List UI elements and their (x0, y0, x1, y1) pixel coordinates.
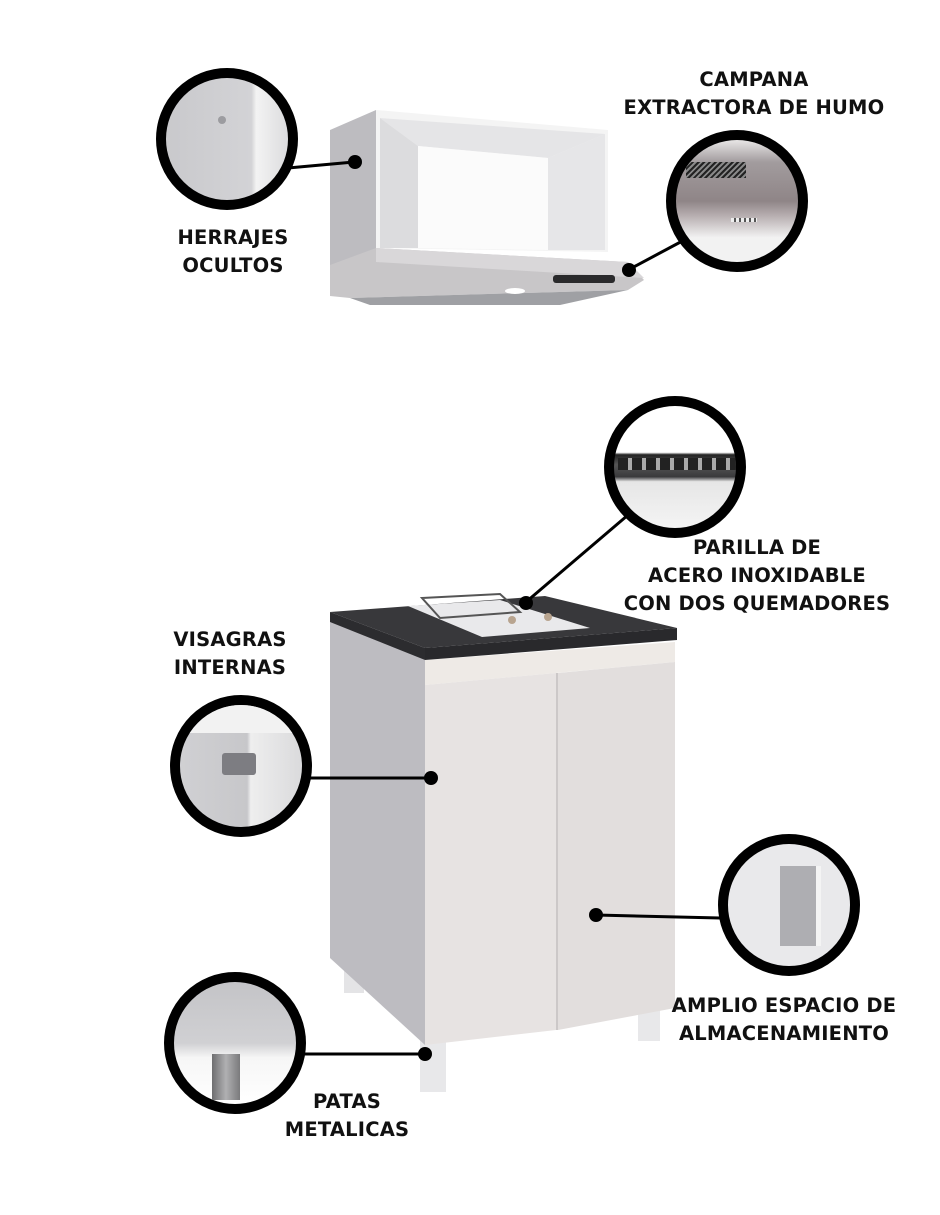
screw-icon (218, 116, 226, 124)
open-cabinet-icon (780, 866, 821, 946)
callout-connectors (287, 160, 721, 1056)
label-hidden-hardware: HERRAJES OCULTOS (177, 226, 289, 277)
label-storage-space: AMPLIO ESPACIO DE ALMACENAMIENTO (671, 994, 897, 1045)
label-range-hood: CAMPANA EXTRACTORA DE HUMO (623, 68, 885, 119)
label-metal-legs: PATAS METALICAS (284, 1090, 410, 1141)
metal-leg-icon (212, 1054, 240, 1100)
lens-storage-space (718, 834, 860, 976)
control-buttons-icon (731, 218, 757, 222)
lens-metal-legs (164, 972, 306, 1114)
lens-hidden-hardware (156, 68, 298, 210)
vent-grille-icon (686, 162, 746, 178)
grill-icon (618, 458, 736, 470)
label-internal-hinges: VISAGRAS INTERNAS (173, 628, 287, 679)
label-stainless-burner: PARILLA DE ACERO INOXIDABLE CON DOS QUEM… (623, 536, 891, 615)
lens-internal-hinges (170, 695, 312, 837)
base-cabinet (330, 592, 677, 1092)
lens-burner (604, 396, 746, 538)
upper-cabinet (330, 110, 644, 305)
callout-dots (348, 155, 636, 1061)
lens-range-hood (666, 130, 808, 272)
hinge-icon (222, 753, 256, 775)
